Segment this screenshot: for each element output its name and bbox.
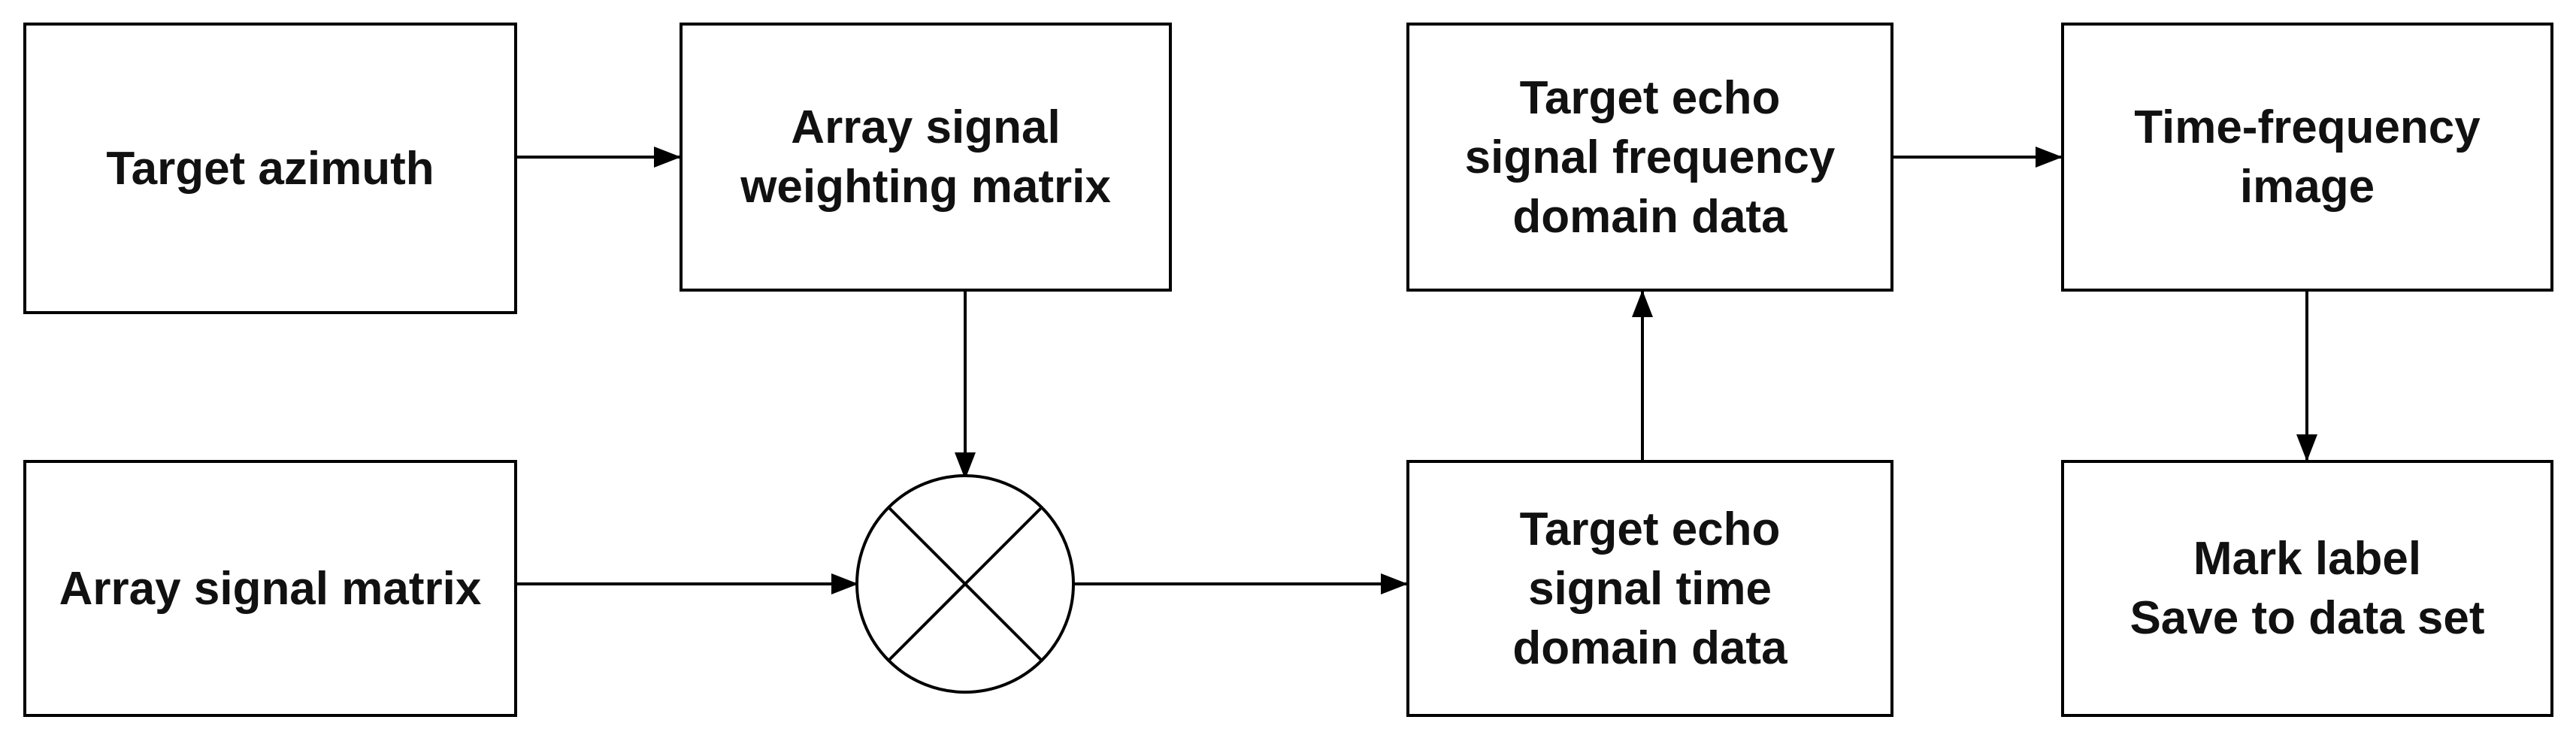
array-signal-weighting-matrix-box: Array signal weighting matrix [680, 23, 1172, 292]
time-frequency-label-line-2: image [2239, 161, 2375, 213]
frequency-domain-data-box: Target echo signal frequency domain data [1406, 23, 1893, 292]
mark-label-line-1: Mark label [2193, 533, 2422, 585]
time-frequency-label-line-1: Time-frequency [2134, 101, 2481, 153]
target-azimuth-label: Target azimuth [106, 142, 434, 195]
weighting-matrix-label-line-1: Array signal [791, 101, 1061, 153]
multiplier-symbol [855, 474, 1075, 694]
multiplier-cross-b [887, 506, 1043, 662]
freq-domain-label-line-3: domain data [1512, 190, 1787, 243]
array-signal-matrix-box: Array signal matrix [23, 460, 517, 717]
mark-label-box: Mark label Save to data set [2061, 460, 2553, 717]
time-domain-data-box: Target echo signal time domain data [1406, 460, 1893, 717]
freq-domain-label-line-2: signal frequency [1464, 131, 1836, 183]
time-domain-label-line-2: signal time [1528, 562, 1772, 615]
array-signal-matrix-label: Array signal matrix [59, 562, 482, 615]
time-domain-label-line-3: domain data [1512, 622, 1787, 674]
freq-domain-label-line-1: Target echo [1519, 71, 1781, 124]
mark-label-line-2: Save to data set [2130, 592, 2485, 644]
time-frequency-image-box: Time-frequency image [2061, 23, 2553, 292]
weighting-matrix-label-line-2: weighting matrix [740, 161, 1111, 213]
time-domain-label-line-1: Target echo [1519, 503, 1781, 555]
target-azimuth-box: Target azimuth [23, 23, 517, 314]
